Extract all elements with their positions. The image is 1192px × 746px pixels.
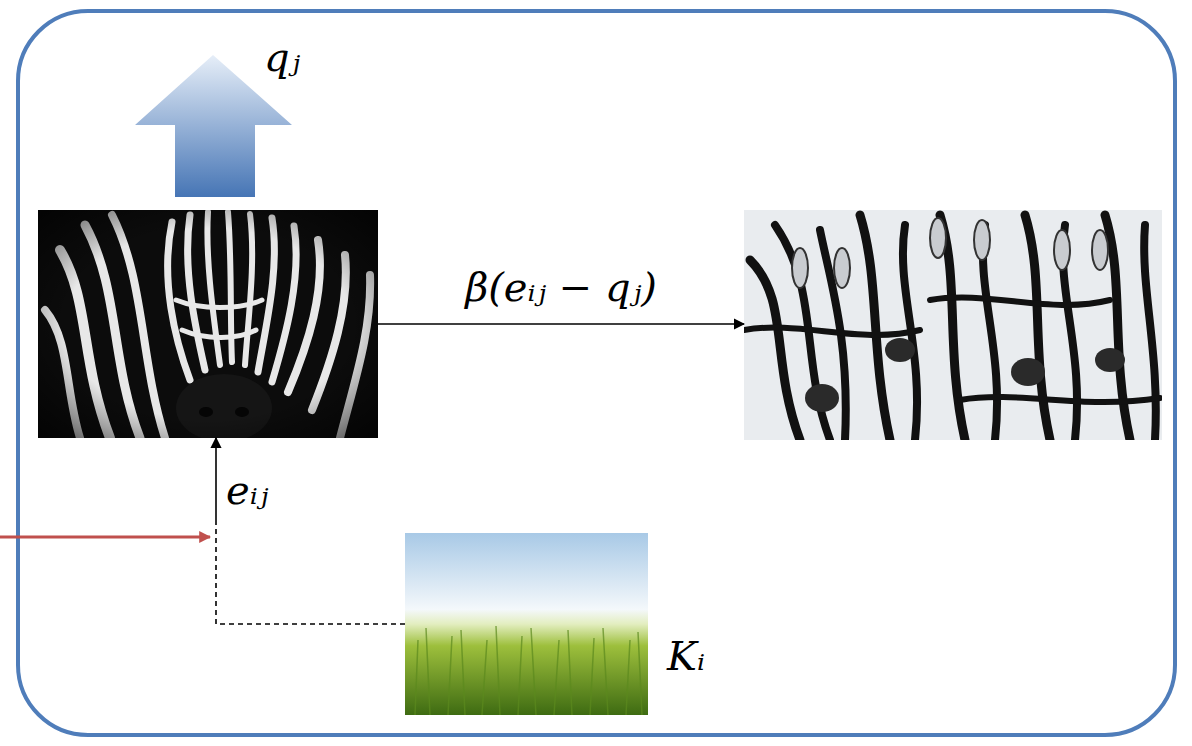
node-label: Kᵢ bbox=[667, 633, 705, 679]
edge-label: eᵢⱼ bbox=[222, 467, 272, 513]
red-pointer-arrow bbox=[0, 536, 210, 539]
zebra-image bbox=[38, 210, 378, 438]
zebra-herd-image bbox=[744, 210, 1162, 440]
node-label: qⱼ bbox=[264, 34, 300, 80]
zebra-node: qⱼ bbox=[38, 210, 378, 438]
grass-node: Kᵢ bbox=[405, 533, 648, 715]
edge-label: β(eᵢⱼ − qⱼ) bbox=[461, 264, 661, 310]
zebra-herd-node bbox=[744, 210, 1162, 440]
connector-arrow bbox=[216, 438, 405, 624]
grass-image bbox=[405, 533, 648, 715]
connector-arrow bbox=[378, 324, 744, 325]
outer-frame bbox=[18, 11, 1175, 735]
